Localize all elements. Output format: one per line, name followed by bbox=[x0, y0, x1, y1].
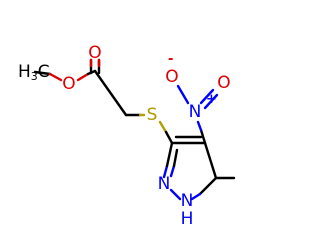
bond-carbonyl-ch2 bbox=[93, 69, 128, 117]
bond-s-ring-black bbox=[164, 130, 174, 145]
bond-nitro-o-top bbox=[176, 84, 190, 105]
bond-group bbox=[33, 58, 236, 201]
bond-ring-c4-nitro bbox=[199, 128, 207, 145]
bond-ring-n2-c3 bbox=[165, 141, 174, 168]
atom-ring-nh: N bbox=[181, 191, 194, 211]
bond-s-ring bbox=[158, 120, 168, 134]
atom-methyl-left-h: H bbox=[18, 62, 31, 82]
atom-nitro-n: N bbox=[189, 102, 202, 122]
bond-nitro-o-right-2 bbox=[203, 93, 219, 110]
atom-nitro-o-top: O bbox=[165, 67, 178, 87]
atom-carbonyl-o: O bbox=[88, 43, 101, 63]
molecule-diagram: H3C O O S N + O - O N N H bbox=[18, 43, 236, 229]
atom-nitro-o-right: O bbox=[217, 73, 230, 93]
bond-ring-c5-n1 bbox=[198, 176, 218, 196]
bond-ring-n2-c3-inner bbox=[172, 148, 179, 168]
bond-ring-c4-c5 bbox=[203, 141, 218, 180]
atom-sulfur: S bbox=[147, 105, 158, 125]
bond-methyl-ester-o bbox=[33, 70, 52, 76]
bond-ring-c5-n1-blue bbox=[190, 192, 202, 201]
atom-methyl-left-c: C bbox=[38, 62, 50, 82]
bond-methyl-ester-o-red bbox=[48, 72, 63, 82]
atom-ring-n: N bbox=[158, 174, 171, 194]
bond-ring-c4-nitro-blue bbox=[196, 120, 203, 132]
atom-methyl-left: H3C bbox=[18, 62, 50, 83]
charge-nitro-o-minus: - bbox=[168, 52, 173, 67]
charge-nitro-n-plus: + bbox=[206, 92, 217, 107]
bond-ring-n1-n2 bbox=[169, 188, 182, 201]
bond-ring-n2-c3-blue bbox=[162, 164, 169, 179]
atom-methyl-left-sub: 3 bbox=[31, 70, 38, 83]
atom-labels: H3C O O S N + O - O N N H bbox=[18, 43, 231, 229]
bond-nitro-o-right-1 bbox=[199, 88, 215, 105]
atom-ring-nh-h: H bbox=[181, 209, 194, 229]
bond-ester-o-c bbox=[76, 72, 90, 82]
atom-ester-o: O bbox=[62, 74, 75, 94]
bond-ring-n2-c3-inner-blue bbox=[169, 164, 176, 178]
